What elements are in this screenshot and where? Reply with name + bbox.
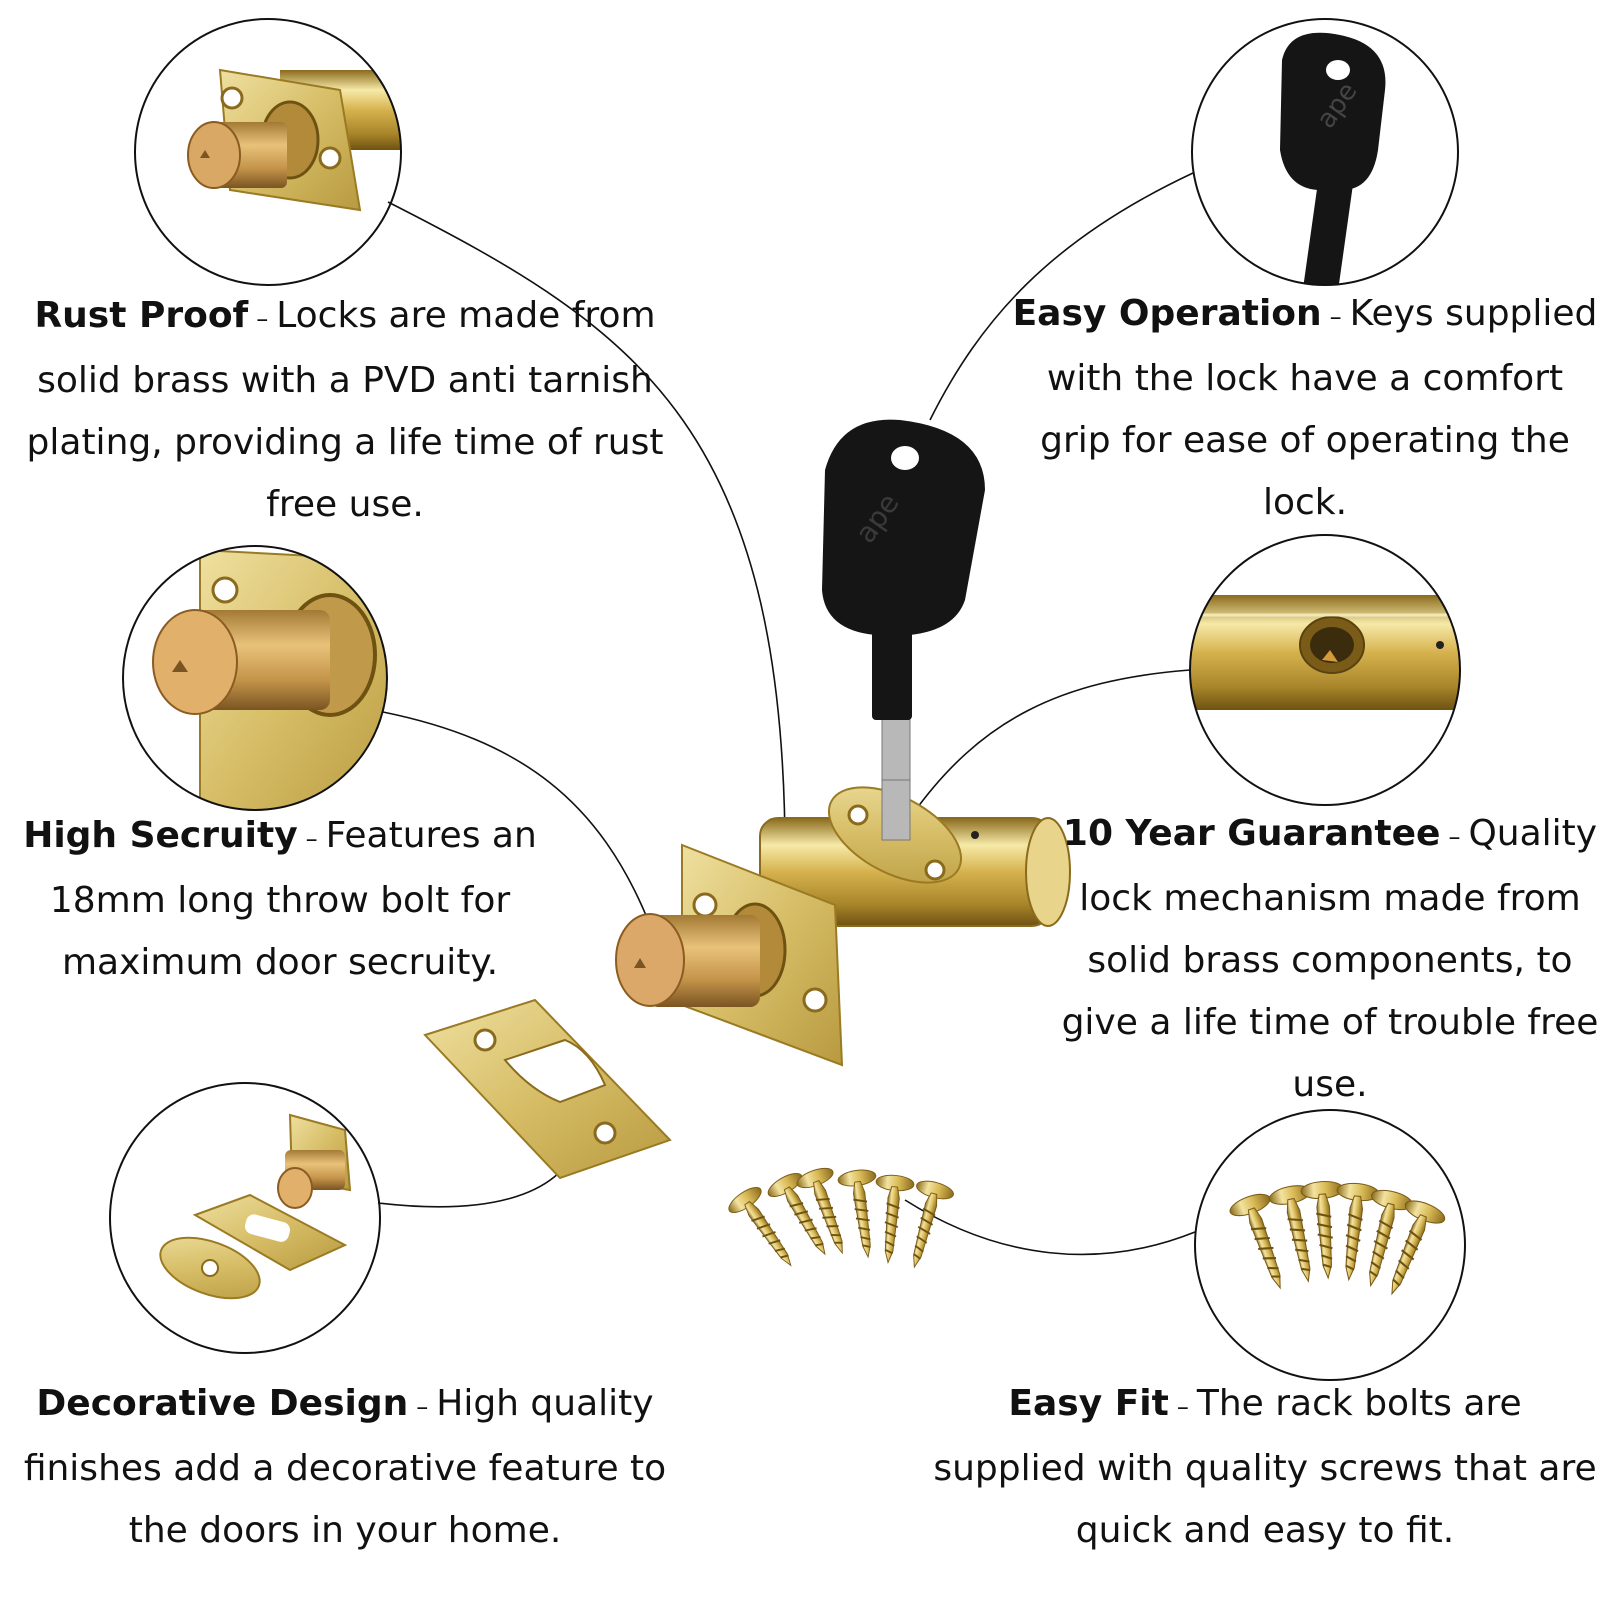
guarantee-dash: –	[1448, 823, 1461, 851]
guarantee-callout: 10 Year Guarantee–Quality lock mechanism…	[1060, 803, 1600, 1116]
easy-operation-dash: –	[1329, 303, 1342, 331]
key: ape	[822, 419, 985, 841]
rust-proof-detail-image	[134, 18, 402, 286]
easy-fit-title: Easy Fit	[1008, 1383, 1169, 1424]
decorative-design-dash: –	[416, 1393, 429, 1421]
decorative-design-title: Decorative Design	[36, 1383, 409, 1424]
decorative-design-body: High quality finishes add a decorative f…	[23, 1383, 667, 1551]
rust-proof-body: Locks are made from solid brass with a P…	[26, 295, 664, 525]
rack-bolt-product: ape	[615, 419, 1071, 1067]
bolt-detail-image	[122, 545, 388, 811]
guarantee-title: 10 Year Guarantee	[1062, 813, 1441, 854]
decorative-design-callout: Decorative Design–High quality finishes …	[0, 1373, 690, 1562]
key-detail-image: ape	[1191, 18, 1459, 286]
rust-proof-dash: –	[256, 305, 269, 333]
strike-plate	[423, 998, 672, 1180]
high-security-title: High Secruity	[23, 815, 298, 856]
screws	[724, 1163, 957, 1278]
connector-lines	[377, 172, 1196, 1256]
rust-proof-title: Rust Proof	[34, 295, 249, 336]
high-security-callout: High Secruity–Features an 18mm long thro…	[10, 805, 550, 994]
rust-proof-callout: Rust Proof–Locks are made from solid bra…	[0, 285, 690, 536]
easy-fit-dash: –	[1176, 1393, 1189, 1421]
high-security-body: Features an 18mm long throw bolt for max…	[49, 815, 537, 983]
high-security-dash: –	[305, 825, 318, 853]
easy-operation-callout: Easy Operation–Keys supplied with the lo…	[1010, 283, 1600, 534]
screws-detail-image	[1194, 1109, 1466, 1381]
easy-operation-body: Keys supplied with the lock have a comfo…	[1040, 293, 1598, 523]
guarantee-body: Quality lock mechanism made from solid b…	[1061, 813, 1599, 1105]
easy-operation-title: Easy Operation	[1012, 293, 1322, 334]
easy-fit-callout: Easy Fit–The rack bolts are supplied wit…	[930, 1373, 1600, 1562]
easy-fit-body: The rack bolts are supplied with quality…	[933, 1383, 1597, 1551]
mechanism-detail-image	[1189, 534, 1461, 806]
decorative-parts-image	[109, 1082, 381, 1354]
